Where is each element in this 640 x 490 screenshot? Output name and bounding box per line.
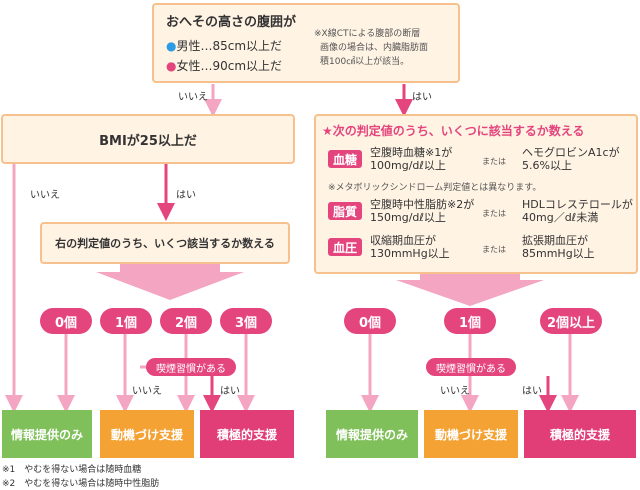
left-smoking-yes: はい	[220, 386, 240, 397]
left-count-box: 右の判定値のうち、いくつ該当するか数える	[40, 222, 290, 264]
right-smoking-yes: はい	[522, 386, 542, 397]
right-smoking-no: いいえ	[440, 386, 470, 397]
male-criterion: ●男性…85cm以上だ	[166, 37, 282, 54]
female-criterion: ●女性…90cm以上だ	[166, 57, 282, 74]
right-count-2plus: 2個以上	[540, 308, 602, 334]
male-text: 男性…85cm以上だ	[176, 39, 283, 53]
diastolic-bp: 拡張期血圧が 85mmHg以上	[522, 234, 595, 260]
left-count-1: 1個	[100, 308, 152, 334]
right-smoking: 喫煙習慣がある	[426, 358, 516, 376]
waist-title: おへその高さの腹囲が	[166, 15, 297, 30]
or-label-3: または	[482, 245, 506, 254]
female-text: 女性…90cm以上だ	[176, 59, 283, 73]
systolic-bp: 収縮期血圧が 130mmHg以上	[370, 234, 450, 260]
left-count-0: 0個	[40, 308, 92, 334]
tag-lipid: 脂質	[328, 202, 362, 220]
left-count-question: 右の判定値のうち、いくつ該当するか数える	[55, 237, 275, 250]
or-label-1: または	[482, 157, 506, 166]
footnote-1: ※1 やむを得ない場合は随時血糖	[2, 465, 142, 475]
fasting-triglyceride: 空腹時中性脂肪※2が 150mg/dℓ以上	[370, 198, 475, 224]
criteria-box: ★次の判定値のうち、いくつに該当するか数える 血糖 空腹時血糖※1が 100mg…	[314, 114, 638, 274]
female-dot-icon: ●	[166, 59, 177, 73]
no-label-top: いいえ	[178, 92, 208, 103]
right-result-info: 情報提供のみ	[326, 410, 418, 458]
waist-criteria-box: おへその高さの腹囲が ●男性…85cm以上だ ●女性…90cm以上だ ※X線CT…	[152, 3, 460, 83]
fasting-glucose: 空腹時血糖※1が 100mg/dℓ以上	[370, 146, 453, 172]
tag-blood-sugar: 血糖	[328, 150, 362, 168]
left-count-3: 3個	[220, 308, 272, 334]
bmi-box: BMIが25以上だ	[1, 114, 295, 164]
left-smoking-no: いいえ	[132, 386, 162, 397]
left-result-active: 積極的支援	[200, 410, 294, 458]
yes-label-bmi: はい	[176, 190, 196, 201]
left-result-motivation: 動機づけ支援	[100, 410, 194, 458]
tag-blood-pressure: 血圧	[328, 238, 362, 256]
yes-label-top: はい	[412, 92, 432, 103]
right-count-1: 1個	[444, 308, 496, 334]
bmi-question: BMIが25以上だ	[99, 133, 197, 149]
hdl-cholesterol: HDLコレステロールが 40mg／dℓ未満	[522, 198, 633, 224]
right-result-motivation: 動機づけ支援	[424, 410, 518, 458]
ct-note: ※X線CTによる腹部の断層 画像の場合は、内臓脂肪面 積100㎠以上が該当。	[314, 29, 429, 67]
or-label-2: または	[482, 209, 506, 218]
left-result-info: 情報提供のみ	[2, 410, 92, 458]
metabolic-note: ※メタボリックシンドローム判定値とは異なります。	[328, 183, 542, 193]
right-count-0: 0個	[344, 308, 396, 334]
right-result-active: 積極的支援	[524, 410, 636, 458]
left-count-2: 2個	[160, 308, 212, 334]
no-label-bmi: いいえ	[30, 190, 60, 201]
hba1c: ヘモグロビンA1cが 5.6%以上	[522, 146, 620, 172]
criteria-title: ★次の判定値のうち、いくつに該当するか数える	[322, 124, 585, 138]
footnote-2: ※2 やむを得ない場合は随時中性脂肪	[2, 479, 160, 489]
male-dot-icon: ●	[166, 39, 177, 53]
left-smoking: 喫煙習慣がある	[146, 358, 236, 376]
